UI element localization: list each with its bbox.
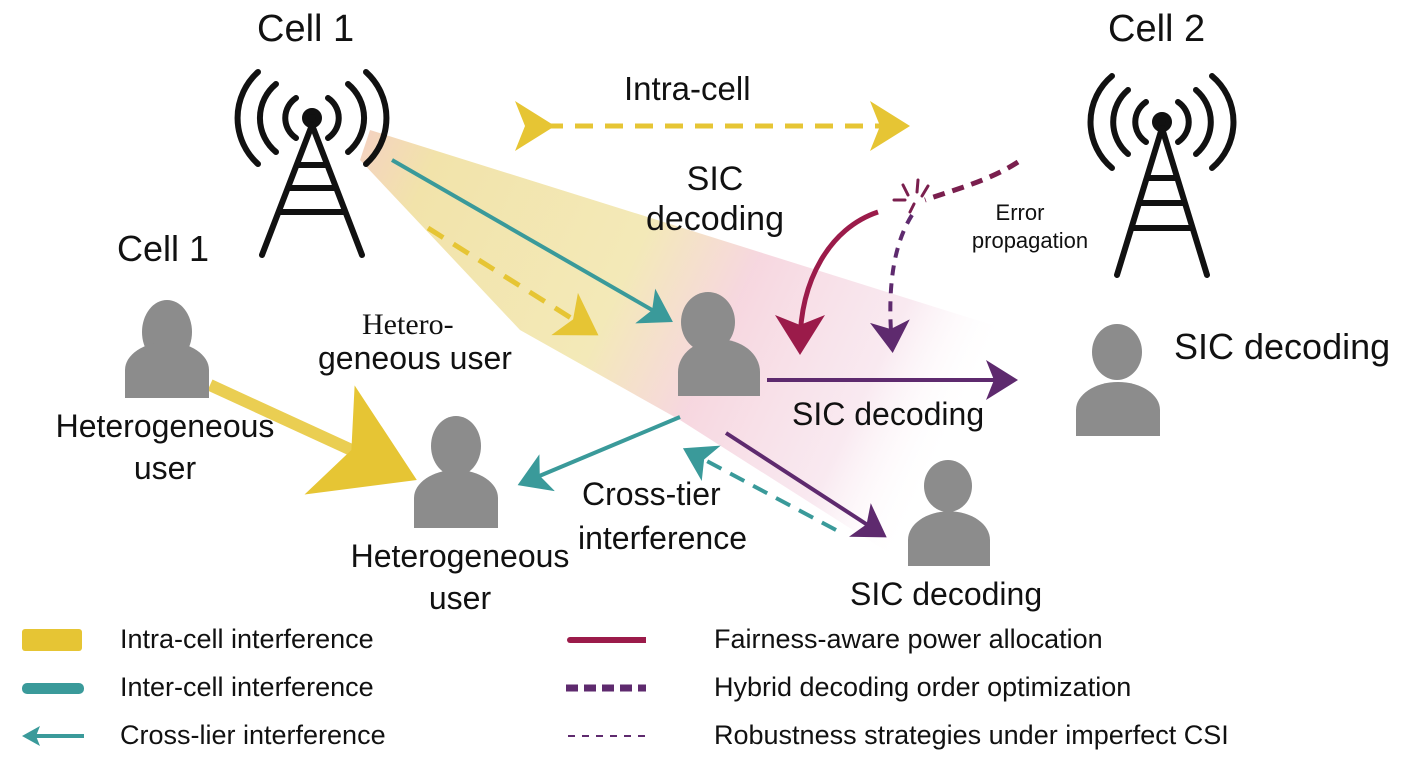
hetero-bottom-line2: user — [428, 580, 492, 616]
error-burst-icon — [892, 178, 930, 214]
sic-middle-label: SIC decoding — [792, 396, 985, 432]
sic-arrow-bottom — [724, 431, 887, 538]
user-icon-cell1-left — [125, 300, 209, 398]
sic-center-label-line1: SIC — [686, 160, 744, 198]
legend-swatch-thick-line-icon — [22, 682, 84, 694]
cross-tier-label-line2: interference — [578, 520, 747, 556]
tower-cell-2-icon — [1087, 73, 1237, 278]
hetero-left-line2: user — [133, 450, 197, 486]
inter-cell-arrow-tower1 — [391, 158, 673, 324]
legend-item-cross-tier: Cross-lier interference — [22, 720, 386, 751]
cell1-user-label: Cell 1 — [117, 228, 210, 269]
legend-item-intra-cell: Intra-cell interference — [22, 624, 374, 655]
cross-tier-arrow — [682, 445, 837, 532]
legend-swatch-arrow-icon — [22, 725, 84, 746]
legend-label: Fairness-aware power allocation — [714, 624, 1103, 654]
legend-label: Robustness strategies under imperfect CS… — [714, 720, 1229, 750]
sic-bottom-label: SIC decoding — [850, 576, 1043, 612]
legend-label: Cross-lier interference — [120, 720, 386, 750]
tower-cell-2-label: Cell 2 — [1108, 8, 1206, 50]
legend-item-fairness: Fairness-aware power allocation — [566, 624, 1103, 655]
cross-tier-label-line1: Cross-tier — [582, 476, 721, 512]
error-label-line1: Error — [995, 200, 1045, 225]
intra-cell-label: Intra-cell — [624, 70, 751, 107]
user-icon-bottom-right — [908, 460, 990, 566]
hetero-serif-line1: Hetero- — [362, 308, 454, 341]
legend-label: Hybrid decoding order optimization — [714, 672, 1132, 702]
user-icon-center — [678, 292, 760, 396]
intra-cell-dashed-arrow — [426, 225, 599, 336]
sic-center-label-line2: decoding — [645, 200, 784, 238]
user-icon-right — [1076, 324, 1160, 436]
sic-right-label: SIC decoding — [1174, 326, 1391, 367]
fairness-curve-arrow — [775, 209, 879, 355]
legend-item-robustness: Robustness strategies under imperfect CS… — [566, 720, 1229, 751]
hetero-left-line1: Heterogeneous — [55, 408, 275, 444]
legend-swatch-thin-dashed-icon — [568, 734, 646, 737]
hetero-bottom-line1: Heterogeneous — [350, 538, 570, 574]
inter-cell-arrow-users — [517, 415, 681, 492]
hetero-serif-line2: geneous user — [318, 340, 512, 376]
legend-swatch-thick-bar-icon — [22, 628, 82, 651]
legend-item-hybrid: Hybrid decoding order optimization — [566, 672, 1131, 703]
tower-cell-1-icon — [234, 69, 390, 258]
legend-item-inter-cell: Inter-cell interference — [22, 672, 374, 703]
intra-cell-thick-arrow — [207, 379, 417, 495]
error-label-line2: propagation — [971, 228, 1089, 253]
error-propagation-line — [924, 159, 1020, 203]
tower-cell-1-label: Cell 1 — [257, 8, 355, 50]
legend-label: Inter-cell interference — [120, 672, 374, 702]
legend-swatch-thick-dashed-icon — [566, 684, 646, 691]
legend-swatch-solid-icon — [567, 636, 646, 643]
legend-label: Intra-cell interference — [120, 624, 374, 654]
user-icon-bottom-left — [414, 416, 498, 528]
